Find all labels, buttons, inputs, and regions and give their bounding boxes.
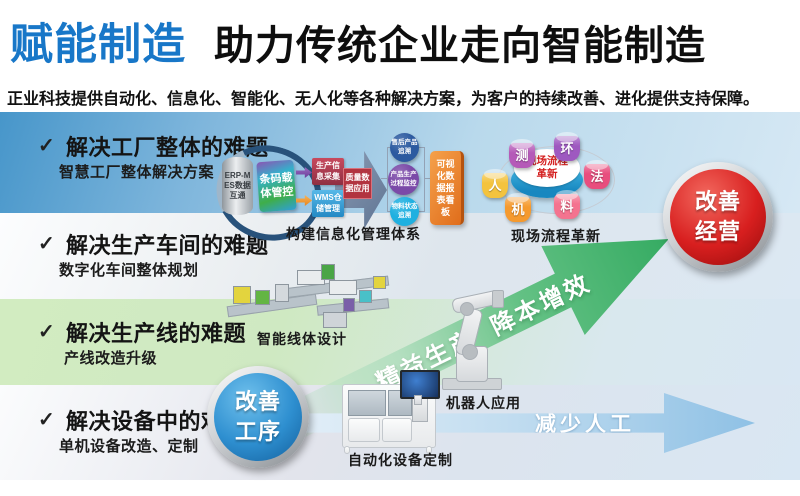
connector-line: [424, 178, 431, 179]
checklist-heading-line: 解决生产线的难题: [66, 321, 247, 346]
improve-process-button: 改善工序: [207, 366, 309, 468]
quality-data-label: 质量数据应用: [343, 168, 372, 199]
factor-material-cylinder: 料: [554, 190, 580, 219]
wms-storage-box: WMS仓储管理: [312, 190, 344, 217]
robot-graphic: [430, 288, 510, 392]
caption-line-design: 智能线体设计: [257, 331, 347, 347]
arrow-right-icon: [296, 195, 312, 206]
dashboard-board: 可视化数据报表看板: [430, 151, 464, 225]
checklist-sub-factory: 智慧工厂整体解决方案: [59, 164, 215, 181]
material-trace-circle: 物料状态追溯: [390, 197, 419, 226]
connector-line: [418, 147, 425, 148]
check-icon: ✓: [38, 135, 55, 157]
production-line-graphic: [225, 256, 395, 330]
checklist-sub-equipment: 单机设备改造、定制: [59, 438, 199, 455]
process-monitor-circle: 产品生产过程监控: [388, 164, 419, 195]
page-title: 助力传统企业走向智能制造: [214, 24, 706, 68]
connector-line: [424, 147, 425, 212]
brand-title: 赋能制造: [10, 21, 186, 69]
factor-method-cylinder: 法: [584, 160, 610, 189]
caption-info-system: 构建信息化管理体系: [286, 226, 421, 242]
equipment-graphic: [342, 370, 444, 454]
caption-process-innovation: 现场流程革新: [511, 228, 601, 244]
caption-robot: 机器人应用: [446, 395, 521, 411]
check-icon: ✓: [38, 233, 55, 255]
factor-measure-cylinder: 测: [509, 139, 535, 168]
connector-line: [387, 147, 388, 212]
subtitle: 正业科技提供自动化、信息化、智能化、无人化等各种解决方案，为客户的持续改善、进化…: [7, 91, 760, 108]
connector-line: [381, 178, 388, 179]
checklist-sub-line: 产线改造升级: [64, 350, 158, 367]
factor-man-cylinder: 人: [482, 169, 508, 198]
caption-equipment: 自动化设备定制: [348, 452, 453, 468]
barcode-control-box: 条码载体管控: [256, 159, 297, 213]
arrow-right-icon: [296, 167, 312, 178]
erp-mes-database-icon: ERP-MES数据互通: [222, 157, 253, 215]
factor-machine-cylinder: 机: [505, 193, 531, 222]
checklist-sub-workshop: 数字化车间整体规划: [59, 262, 199, 279]
improve-business-button: 改善经营: [663, 162, 773, 272]
factor-environment-cylinder: 环: [554, 132, 580, 161]
production-data-collect-box: 生产信息采集: [312, 158, 344, 185]
connector-line: [418, 211, 425, 212]
check-icon: ✓: [38, 321, 55, 343]
check-icon: ✓: [38, 409, 55, 431]
after-sales-trace-circle: 售后产品追溯: [390, 133, 419, 162]
checklist-heading-workshop: 解决生产车间的难题: [66, 233, 269, 258]
checklist-heading-factory: 解决工厂整体的难题: [66, 135, 269, 160]
